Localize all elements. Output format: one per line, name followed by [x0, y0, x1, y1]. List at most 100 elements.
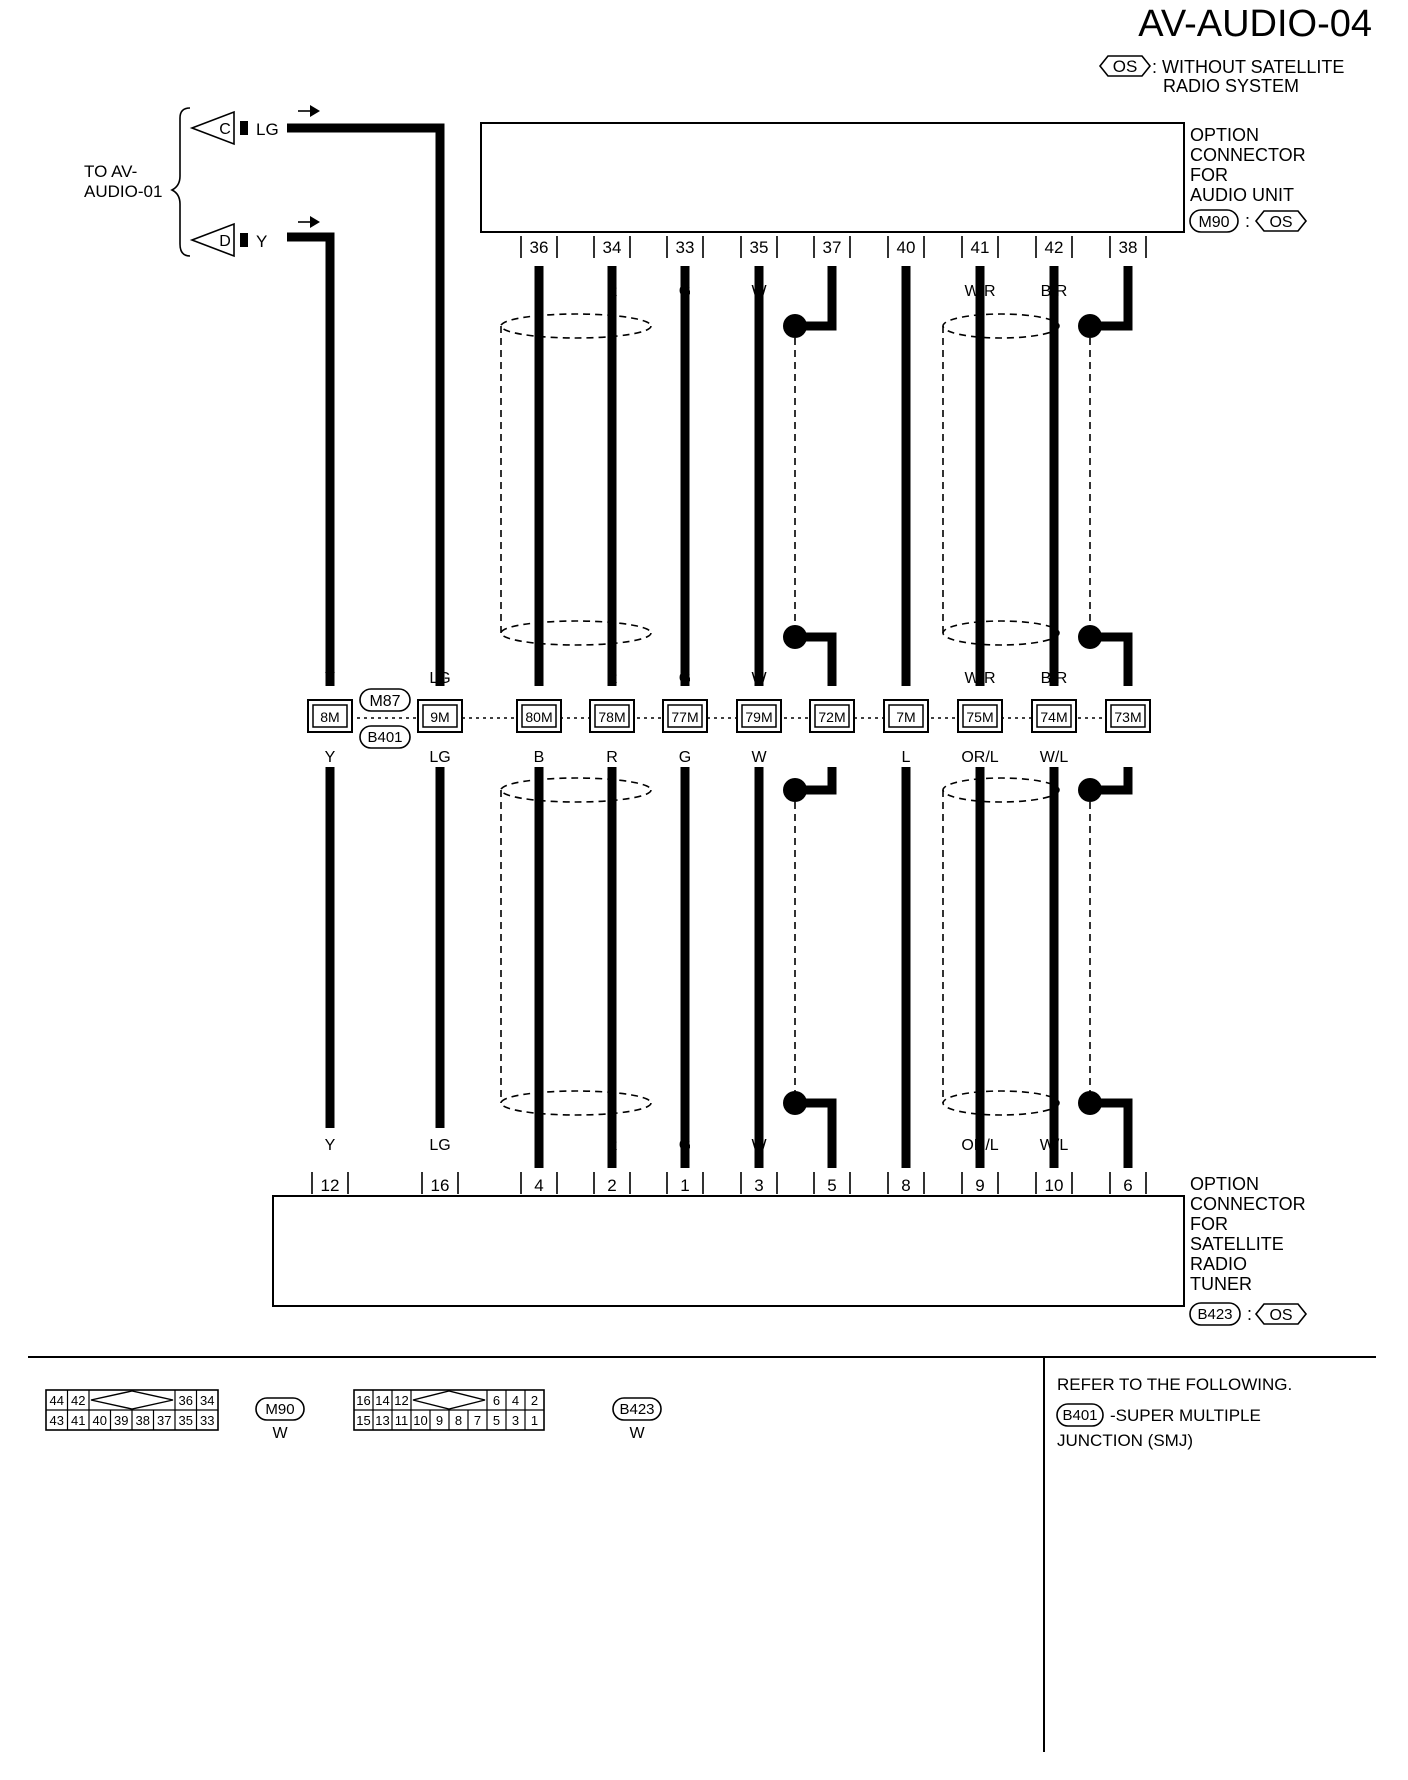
- os-tag-shape: [1098, 55, 1152, 77]
- wire-color-label: B/R: [1041, 283, 1068, 300]
- junction-terminal-8M: 8M: [320, 709, 339, 725]
- connector-cavity-4: 4: [512, 1393, 519, 1408]
- pin-bracket: [421, 1172, 459, 1194]
- connector-cavity-41: 41: [71, 1413, 85, 1428]
- junction-terminal-inner: [594, 704, 630, 728]
- pin-bracket: [593, 236, 631, 258]
- arrow-d-color: Y: [256, 232, 267, 251]
- audio-unit-label-3: FOR: [1190, 165, 1228, 185]
- wire-y-to-d: [287, 232, 335, 686]
- pin-bracket: [1109, 1172, 1147, 1194]
- wire-color-label: G: [679, 283, 691, 300]
- junction-terminal-9M: 9M: [430, 709, 449, 725]
- audio-unit-connector: OPTION CONNECTOR FOR AUDIO UNIT M90 : OS: [480, 122, 1308, 233]
- tuner-os-tag: OS: [1269, 1307, 1292, 1324]
- wire-color-label: LG: [429, 1137, 450, 1154]
- connector-cavity-12: 12: [394, 1393, 408, 1408]
- junction-terminal-inner: [814, 704, 850, 728]
- pin-number-40: 40: [897, 238, 916, 257]
- pin-number-16: 16: [431, 1176, 450, 1195]
- connector-cavity-37: 37: [157, 1413, 171, 1428]
- connector-cavity-9: 9: [436, 1413, 443, 1428]
- shield-splice-dot: [783, 1091, 807, 1115]
- arrow-d-head: [310, 216, 320, 228]
- connector-cavity-39: 39: [114, 1413, 128, 1428]
- connector-cavity-34: 34: [200, 1393, 214, 1408]
- drain-wire-5: [795, 1098, 837, 1168]
- wire-routing: [287, 123, 445, 1128]
- junction-terminal-inner: [888, 704, 924, 728]
- shield-ellipse: [942, 777, 1060, 803]
- drain-wire-73m-upper: [1090, 632, 1133, 686]
- wire-color-label: B: [534, 283, 545, 300]
- wire-color-label: Y: [325, 1137, 336, 1154]
- junction-terminal-inner: [1110, 704, 1146, 728]
- m87-tag: [359, 688, 411, 712]
- connector-view-name: M90: [265, 1401, 294, 1418]
- pin-number-9: 9: [975, 1176, 984, 1195]
- tuner-connector-id: B423: [1197, 1306, 1232, 1323]
- junction-terminal-74M: 74M: [1040, 709, 1067, 725]
- junction-terminal-inner: [521, 704, 557, 728]
- shield-ellipse: [500, 313, 652, 339]
- connector-cavity-14: 14: [375, 1393, 389, 1408]
- pin-bracket: [1109, 236, 1147, 258]
- wire-color-label: OR/L: [961, 1137, 998, 1154]
- pin-number-10: 10: [1045, 1176, 1064, 1195]
- pin-number-1: 1: [680, 1176, 689, 1195]
- shield-splice-dot: [783, 625, 807, 649]
- connector-view-color: W: [629, 1425, 645, 1442]
- wire-color-label: B/R: [1041, 670, 1068, 687]
- wire-color-label: R: [606, 1137, 618, 1154]
- junction-connector-ids: M87 B401: [359, 688, 411, 749]
- shield-group-upper-right: [942, 313, 1091, 646]
- wire-color-label: G: [679, 1137, 691, 1154]
- connector-cavity-11: 11: [395, 1413, 409, 1428]
- tuner-label-5: RADIO: [1190, 1254, 1247, 1274]
- shield-splice-dot: [1078, 1091, 1102, 1115]
- to-av-audio-01-reference: TO AV- AUDIO-01 C LG D Y: [84, 105, 320, 258]
- wire-color-label: G: [679, 670, 691, 687]
- wire-color-label: W/L: [1040, 1137, 1069, 1154]
- shield-group-lower-left: [500, 777, 796, 1116]
- arrow-c-letter: C: [219, 121, 231, 138]
- wire-color-label: B: [534, 1137, 545, 1154]
- connector-cavity-44: 44: [50, 1393, 64, 1408]
- brace: [170, 107, 191, 257]
- shield-ellipse: [942, 313, 1060, 339]
- connector-cavity-5: 5: [493, 1413, 500, 1428]
- b401-tag: [359, 725, 411, 749]
- pin-bracket: [666, 1172, 704, 1194]
- shield-ellipse: [500, 1090, 652, 1116]
- connector-arrow-c: [189, 110, 235, 146]
- pin-number-4: 4: [534, 1176, 543, 1195]
- b401-id: B401: [367, 729, 402, 746]
- connector-view-color: W: [272, 1425, 288, 1442]
- junction-terminal-75M: 75M: [966, 709, 993, 725]
- wire-color-label: L: [902, 283, 911, 300]
- drain-wire-6: [1090, 1098, 1133, 1168]
- pin-number-2: 2: [607, 1176, 616, 1195]
- tuner-sep: :: [1247, 1304, 1252, 1324]
- reference-text-1: -SUPER MULTIPLE: [1110, 1406, 1261, 1425]
- connector-cavity-38: 38: [136, 1413, 150, 1428]
- pin-bracket: [961, 236, 999, 258]
- tuner-label-3: FOR: [1190, 1214, 1228, 1234]
- pin-bracket: [520, 236, 558, 258]
- wire-color-label: L: [902, 670, 911, 687]
- junction-terminal-inner: [741, 704, 777, 728]
- junction-terminal-inner: [422, 704, 458, 728]
- m87-id: M87: [369, 693, 400, 710]
- pin-number-33: 33: [676, 238, 695, 257]
- pin-number-36: 36: [530, 238, 549, 257]
- connector-cavity-6: 6: [493, 1393, 500, 1408]
- pin-bracket: [887, 1172, 925, 1194]
- connector-cavity-42: 42: [71, 1393, 85, 1408]
- wire-color-label: G: [679, 749, 691, 766]
- wire-color-label: R: [606, 283, 618, 300]
- pin-bracket: [1035, 236, 1073, 258]
